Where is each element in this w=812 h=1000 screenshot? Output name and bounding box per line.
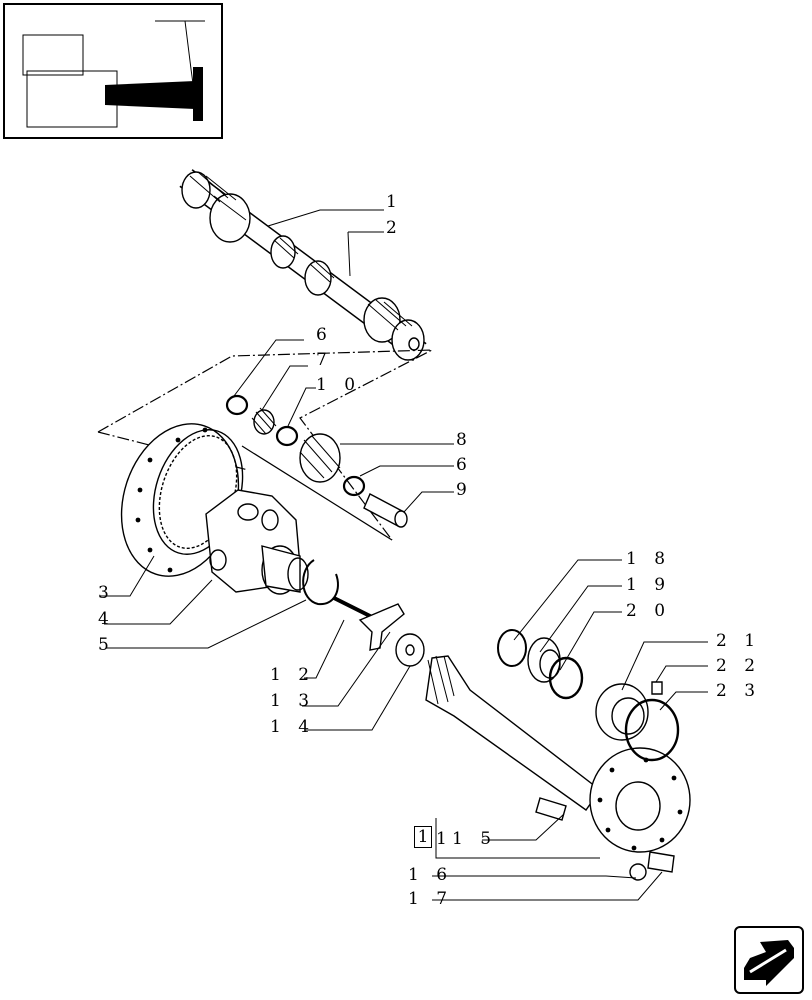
callout-16: 1 6 [408,865,454,885]
leader-lines [100,209,708,901]
callout-3: 3 [98,583,115,603]
next-page-arrow-icon [744,940,794,986]
callout-17: 1 7 [408,889,454,909]
planet-components [225,394,408,528]
callout-5: 5 [98,635,115,655]
callout-6b: 6 [456,455,473,475]
callout-10: 1 0 [316,375,362,395]
callout-20: 2 0 [626,601,672,621]
callout-9: 9 [456,480,473,500]
callout-6a: 6 [316,325,333,345]
callout-23: 2 3 [716,681,762,701]
bolt-and-lever [333,596,425,667]
axle-shaft [425,655,691,853]
seal-assembly [595,681,680,762]
location-thumbnail [3,3,223,139]
callout-14: 1 4 [270,717,316,737]
bearing-set [497,629,584,700]
callout-8: 8 [456,430,473,450]
callout-15-prefix: 1 [436,829,453,849]
callout-21: 2 1 [716,631,762,651]
callout-12: 1 2 [270,665,316,685]
callout-1: 1 [386,192,403,212]
callout-4: 4 [98,609,115,629]
callout-22: 2 2 [716,656,762,676]
callout-13: 1 3 [270,691,316,711]
callout-19: 1 9 [626,575,672,595]
callout-15-box: 1 [414,826,432,848]
callout-15: 1 5 [452,829,498,849]
next-page-button[interactable] [734,926,804,994]
callout-7: 7 [316,350,333,370]
wheel-studs [535,797,675,881]
planet-carrier [205,489,309,595]
snap-ring [302,559,339,606]
callout-2: 2 [386,218,403,238]
callout-18: 1 8 [626,549,672,569]
tractor-axle-location-icon [22,20,205,128]
